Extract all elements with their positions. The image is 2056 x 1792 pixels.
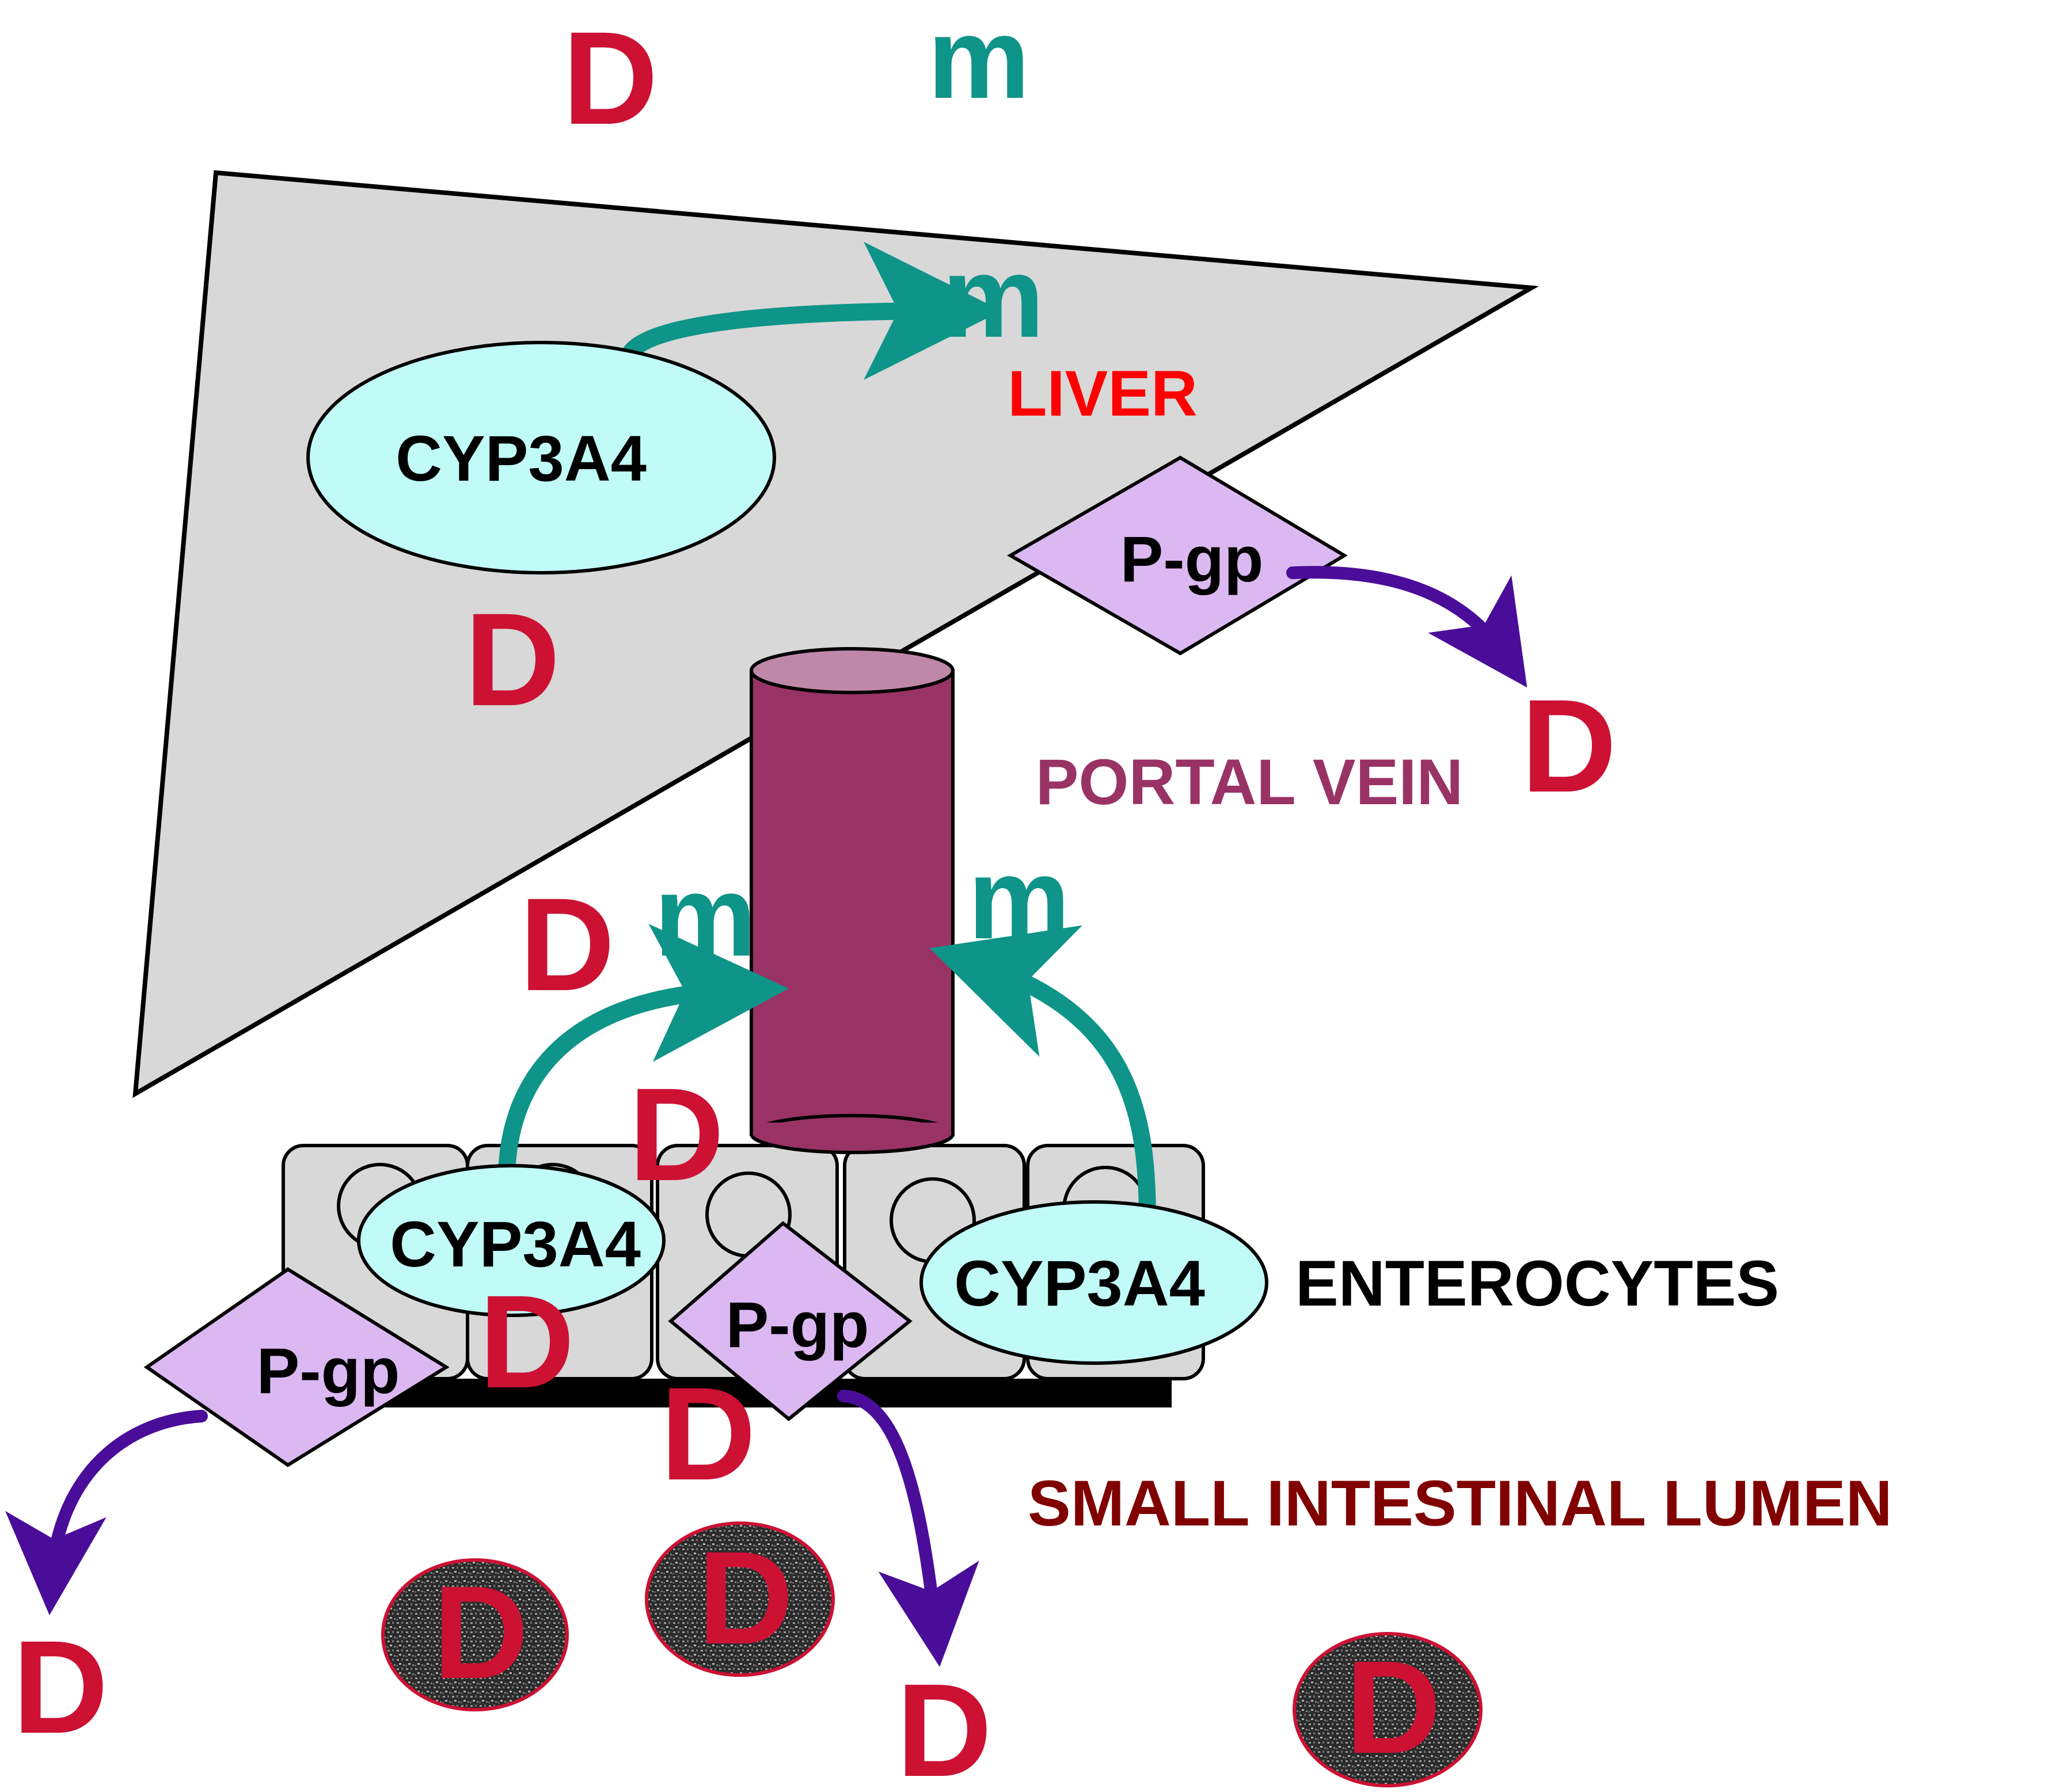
cyp3a4-enterocyte-right: CYP3A4 xyxy=(919,1200,1268,1365)
cyp3a4-enterocyte-left: CYP3A4 xyxy=(357,1164,666,1317)
pgp-enterocyte-left-label: P-gp xyxy=(257,1335,400,1407)
pgp-liver: P-gp xyxy=(1006,455,1348,656)
pgp-enterocyte-middle-label: P-gp xyxy=(726,1289,869,1361)
metabolite-label: m xyxy=(942,233,1044,362)
drug-label: D xyxy=(563,4,658,152)
drug-particle-icon xyxy=(645,1521,835,1677)
cyp3a4-liver-label: CYP3A4 xyxy=(396,423,647,494)
lumen-label: SMALL INTESTINAL LUMEN xyxy=(1028,1467,1892,1539)
drug-label: D xyxy=(433,1558,529,1706)
drug-particle-icon xyxy=(381,1558,569,1711)
drug-particle-icon xyxy=(1293,1632,1483,1787)
portal-vein-label: PORTAL VEIN xyxy=(1036,746,1464,818)
enterocytes-label: ENTEROCYTES xyxy=(1295,1247,1779,1319)
drug-label: D xyxy=(698,1524,793,1672)
metabolite-label: m xyxy=(928,0,1030,123)
metabolism-arrow-liver xyxy=(619,242,1002,381)
pgp-enterocyte-middle: P-gp xyxy=(668,1221,913,1421)
cyp3a4-enterocyte-left-label: CYP3A4 xyxy=(390,1208,641,1280)
efflux-arrow-enterocyte-left xyxy=(5,1410,208,1615)
drug-label: D xyxy=(479,1268,575,1416)
pgp-enterocyte-left: P-gp xyxy=(143,1267,450,1467)
drug-label: D xyxy=(13,1613,108,1761)
drug-label: D xyxy=(660,1360,756,1508)
metabolite-label: m xyxy=(968,835,1070,963)
efflux-arrow-enterocyte-middle xyxy=(837,1390,979,1667)
efflux-arrow-liver xyxy=(1286,566,1527,688)
metabolism-arrow-enterocyte-left xyxy=(498,923,789,1189)
cyp3a4-enterocyte-right-label: CYP3A4 xyxy=(954,1247,1205,1319)
drug-label: D xyxy=(1521,672,1617,820)
cyp3a4-liver: CYP3A4 xyxy=(306,341,776,574)
drug-label: D xyxy=(896,1656,992,1792)
metabolism-arrow-enterocyte-right xyxy=(929,925,1156,1229)
pgp-liver-label: P-gp xyxy=(1120,523,1264,595)
drug-label: D xyxy=(519,870,615,1018)
drug-label: D xyxy=(465,585,560,733)
portal-vein-cylinder xyxy=(750,647,955,1154)
metabolite-label: m xyxy=(654,852,757,980)
drug-label: D xyxy=(629,1060,724,1208)
liver-label: LIVER xyxy=(1008,357,1198,429)
drug-label: D xyxy=(1346,1633,1441,1781)
